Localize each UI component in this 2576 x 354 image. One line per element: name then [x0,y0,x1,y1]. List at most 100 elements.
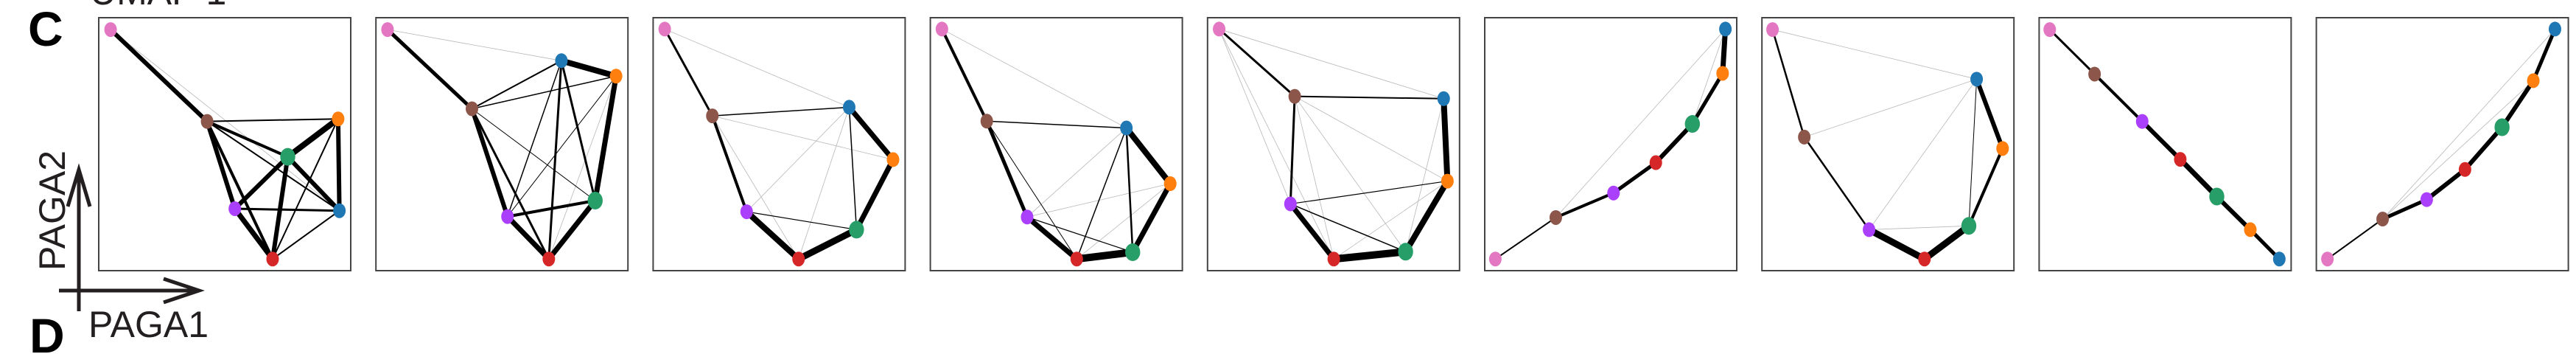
edge-orange-blue [2249,228,2281,260]
panel-frame [652,17,906,271]
node-pink [658,21,671,37]
edge-orange-green [1130,182,1173,254]
node-red [2458,162,2471,177]
paga-panel-3 [652,17,906,271]
node-red [1649,155,1662,170]
node-red [1918,251,1931,267]
edge-green-red [270,156,290,260]
edge-brown-purple [205,120,237,209]
node-green [2494,118,2510,136]
node-blue [1120,120,1133,136]
edge-purple-green [746,211,857,231]
edge-red-green [547,198,598,261]
edge-orange-purple [1290,180,1448,205]
node-pink [104,22,117,38]
edge-pink-brown [2048,29,2096,75]
edge-purple-red [1612,161,1657,195]
edge-orange-blue [335,119,342,211]
panel-frame [1484,17,1737,271]
edge-brown-purple [1803,136,1870,231]
edge-blue-red [1076,128,1127,260]
edge-blue-orange [560,58,617,80]
edge-brown-orange [1294,96,1448,181]
node-red [266,251,279,267]
node-green [280,148,295,166]
edge-brown-purple [1555,191,1614,219]
node-brown [1549,209,1562,225]
node-green [1961,217,1977,235]
paga-panel-7 [1761,17,2015,271]
edge-pink-blue [942,29,1127,128]
paga-panel-8 [2038,17,2292,271]
edge-brown-green [1294,96,1406,252]
edge-blue-purple [1869,79,1977,230]
edge-brown-blue [1555,29,1726,218]
edge-pink-brown [109,27,209,123]
edge-pink-brown [1218,28,1296,97]
edge-brown-blue [1804,78,1977,138]
edge-orange-green [286,117,340,159]
edge-brown-green [472,108,596,201]
edge-blue-green [1125,128,1134,253]
y-arrow-head-icon [66,163,92,207]
edge-brown-blue [2382,29,2555,220]
node-blue [1437,91,1450,106]
edge-red-green [2463,125,2504,171]
edge-purple-red [744,209,801,262]
edge-purple-red [505,215,551,261]
edge-brown-purple [710,115,749,212]
edge-red-green [2178,157,2219,198]
node-green [1125,243,1141,261]
panel-letter-c: C [28,1,63,56]
edge-red-green [1076,248,1133,263]
edge-pink-blue [110,29,340,212]
node-orange [1163,176,1177,192]
node-pink [381,22,394,38]
edge-purple-red [1288,202,1336,261]
paga-panel-6 [1484,17,1737,271]
edge-orange-green [854,158,896,232]
edge-brown-orange [472,75,617,110]
edge-orange-red [548,76,617,260]
node-orange [2527,73,2540,88]
edge-blue-green [1405,98,1444,252]
node-brown [200,114,214,129]
edge-pink-brown [663,28,714,117]
edge-purple-red [1025,215,1079,261]
panel-letter-d: D [29,308,65,354]
edge-pink-red [1219,29,1334,260]
node-orange [886,152,900,167]
edge-purple-red [2141,119,2183,162]
y-axis-label: PAGA2 [32,150,73,271]
node-blue [2272,251,2286,267]
node-pink [2321,251,2334,267]
edge-pink-blue [387,29,561,61]
edge-brown-purple [984,120,1029,218]
edge-orange-red [272,118,339,260]
edge-green-orange [2500,79,2535,129]
edge-orange-red [1077,183,1171,260]
node-brown [1288,88,1301,104]
node-purple [1284,196,1297,212]
edge-brown-purple [1289,96,1296,204]
edge-brown-red [1294,96,1334,260]
paga-panels [98,17,2569,271]
paga-panel-2 [375,17,629,271]
edge-pink-brown [1771,29,1805,138]
node-purple [2420,192,2433,207]
node-red [1070,251,1083,267]
x-axis-label: PAGA1 [88,304,209,345]
edge-green-purple [233,155,290,211]
edge-brown-purple [2093,73,2143,123]
node-orange [1716,66,1729,81]
node-purple [740,204,753,220]
edge-blue-purple [746,107,850,212]
edge-blue-green [1968,79,1978,226]
edge-orange-purple [507,75,617,217]
edge-brown-purple [2381,198,2428,221]
edge-blue-purple [1026,128,1127,218]
edge-orange-green [1403,179,1450,254]
edge-green-blue [1692,29,1726,125]
edge-red-green [1922,223,1971,262]
panel-frame [2315,17,2569,271]
